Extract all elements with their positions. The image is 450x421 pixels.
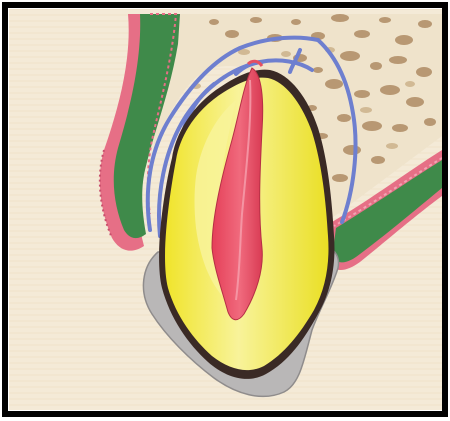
tooth-cross-section-illustration: [0, 0, 450, 421]
image-frame: [0, 0, 450, 421]
